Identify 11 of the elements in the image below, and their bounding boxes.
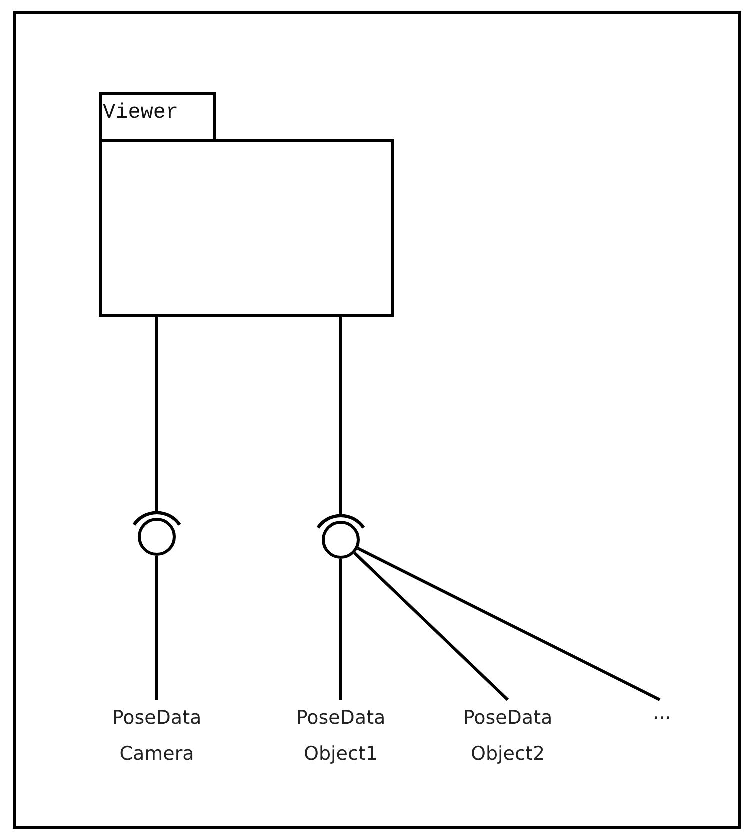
interface-label: PoseData Object1 — [295, 706, 387, 767]
connector-line — [156, 556, 158, 700]
connector-line — [357, 547, 661, 702]
connector-line — [354, 552, 510, 702]
required-interface-connector — [316, 316, 366, 530]
interface-label: PoseData Object2 — [462, 706, 554, 767]
interface-label: PoseData Camera — [111, 706, 203, 767]
required-interface-connector — [132, 316, 182, 526]
component-name: Viewer — [103, 102, 179, 125]
interface-label: ... — [652, 701, 672, 726]
connector-line — [340, 559, 342, 700]
